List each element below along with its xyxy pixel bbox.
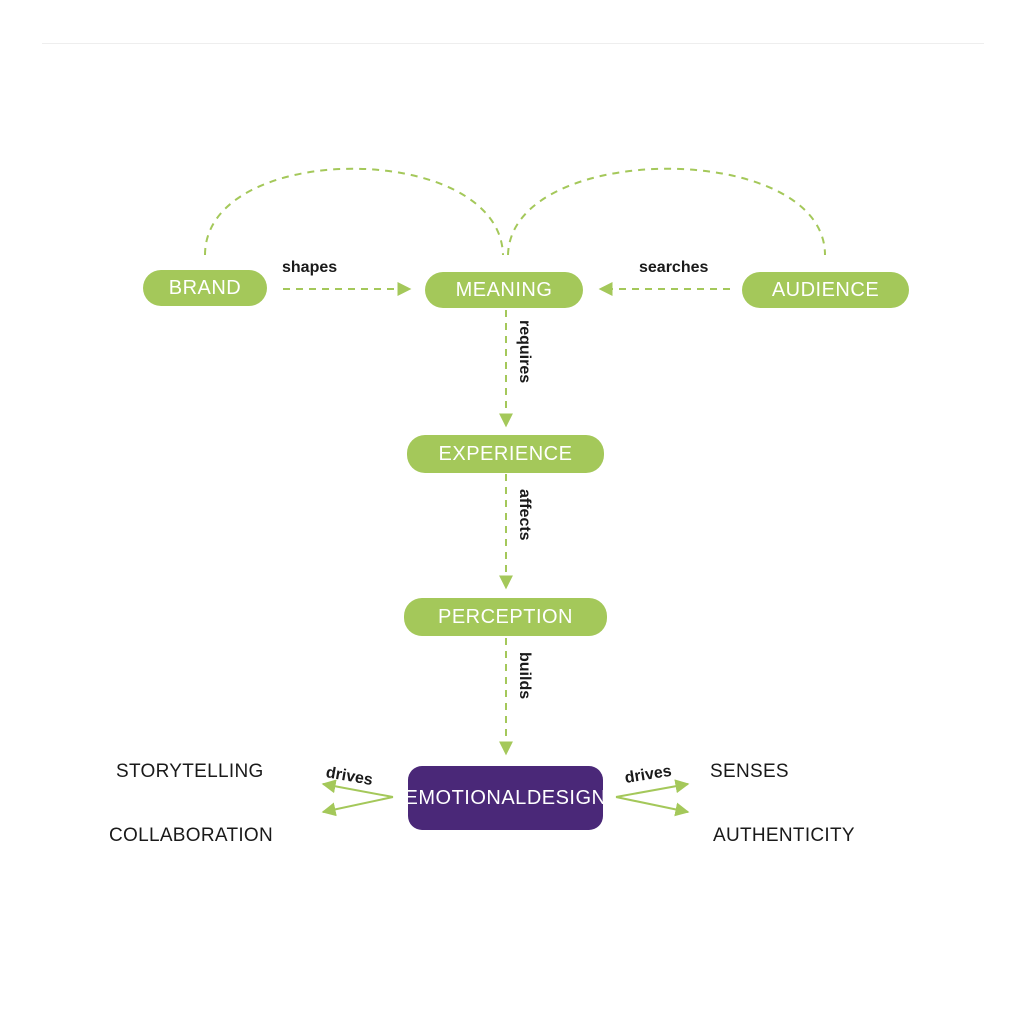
outcome-senses: SENSES	[710, 761, 789, 782]
node-meaning: MEANING	[425, 272, 583, 308]
node-brand: BRAND	[143, 270, 267, 306]
arrow-drives-storytelling	[321, 779, 394, 798]
label-requires: requires	[516, 320, 533, 384]
node-audience: AUDIENCE	[742, 272, 909, 308]
arrow-drives-authenticity	[615, 796, 690, 817]
label-builds: builds	[516, 652, 533, 700]
arc-meaning-audience	[507, 167, 826, 256]
outcome-storytelling: STORYTELLING	[116, 761, 264, 782]
node-emotional-design: EMOTIONAL DESIGN	[404, 766, 606, 830]
node-emotional-design-line-2: DESIGN	[526, 786, 607, 809]
outcome-authenticity: AUTHENTICITY	[713, 825, 855, 846]
arrow-drives-collaboration	[321, 796, 394, 817]
arrow-drives-senses	[615, 779, 690, 798]
node-emotional-design-line-1: EMOTIONAL	[404, 786, 527, 809]
node-perception: PERCEPTION	[404, 598, 607, 636]
label-searches: searches	[639, 259, 709, 276]
node-experience: EXPERIENCE	[407, 435, 604, 473]
top-divider	[42, 43, 984, 44]
label-affects: affects	[516, 489, 533, 541]
arc-brand-meaning	[204, 167, 504, 256]
label-shapes: shapes	[282, 259, 338, 276]
outcome-collaboration: COLLABORATION	[109, 825, 274, 846]
